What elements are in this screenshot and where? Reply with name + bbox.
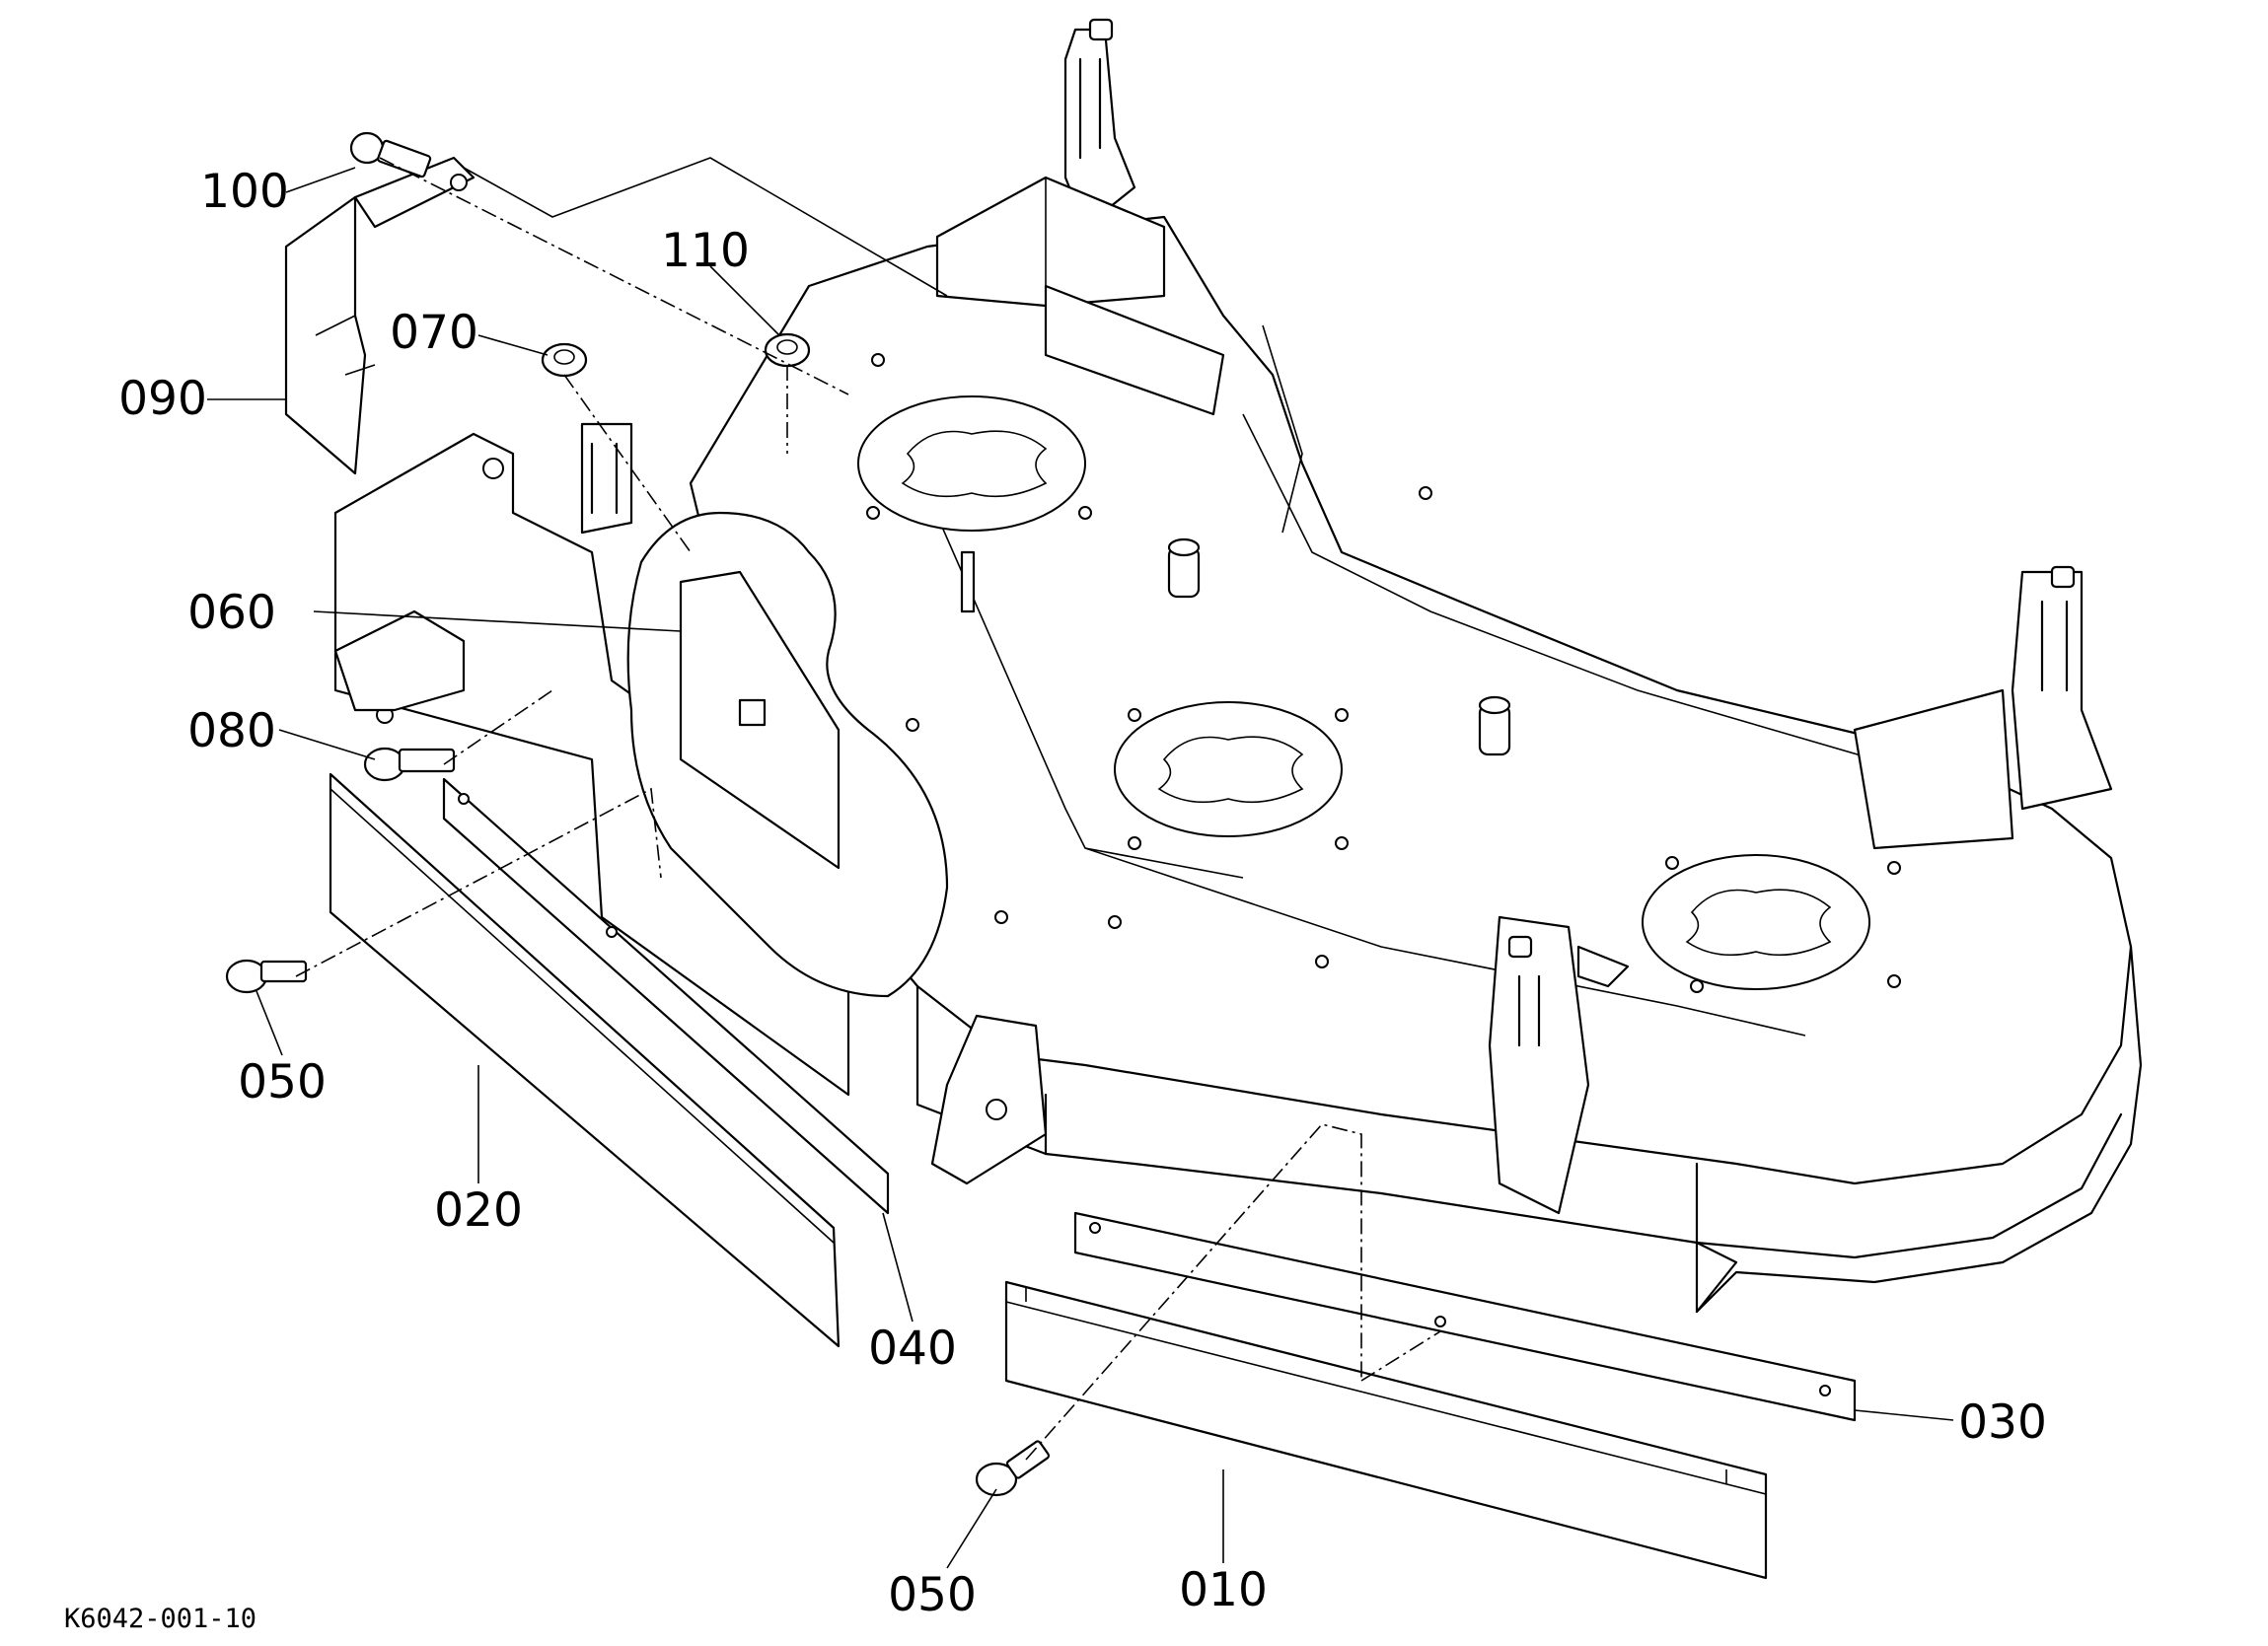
spindle-opening-right (1642, 854, 1870, 990)
assembly-lines (295, 157, 1441, 1461)
label-080: 080 (187, 704, 276, 758)
part-100-bolt (349, 131, 432, 179)
label-100: 100 (200, 165, 289, 219)
label-070: 070 (390, 306, 478, 360)
part-080-bolt (363, 747, 456, 782)
part-010-baffle (1004, 1280, 1768, 1580)
right-bracket (1853, 565, 2113, 850)
part-labels: 010 020 030 040 050 050 060 070 080 090 … (118, 165, 2047, 1622)
spindle-opening-left (857, 395, 1086, 532)
part-050-bolt-bottom (975, 1440, 1051, 1497)
part-030-strip (1073, 1211, 1857, 1422)
label-040: 040 (868, 1322, 957, 1376)
label-020: 020 (434, 1183, 523, 1238)
label-090: 090 (118, 372, 207, 426)
label-060: 060 (187, 586, 276, 640)
front-right-bracket (1488, 915, 1630, 1215)
part-020-baffle (329, 772, 841, 1348)
part-070-nut (541, 342, 588, 378)
label-050-left: 050 (238, 1055, 327, 1109)
leader-lines (207, 167, 1954, 1569)
part-110-nut (764, 332, 811, 368)
figure-code: K6042-001-10 (64, 1604, 256, 1634)
rear-bracket (935, 18, 1225, 416)
front-left-bracket (930, 1014, 1048, 1185)
part-040-strip (442, 777, 890, 1215)
part-050-bolt-left (225, 959, 308, 994)
pulley-boss (960, 537, 1511, 756)
spindle-opening-center (1114, 701, 1343, 837)
label-010: 010 (1179, 1563, 1268, 1617)
label-030: 030 (1958, 1396, 2047, 1450)
label-110: 110 (661, 224, 750, 278)
part-060-cover (626, 511, 949, 998)
mower-deck-body (284, 18, 2143, 1314)
label-050-bottom: 050 (888, 1568, 977, 1622)
part-090-bracket (284, 156, 476, 475)
